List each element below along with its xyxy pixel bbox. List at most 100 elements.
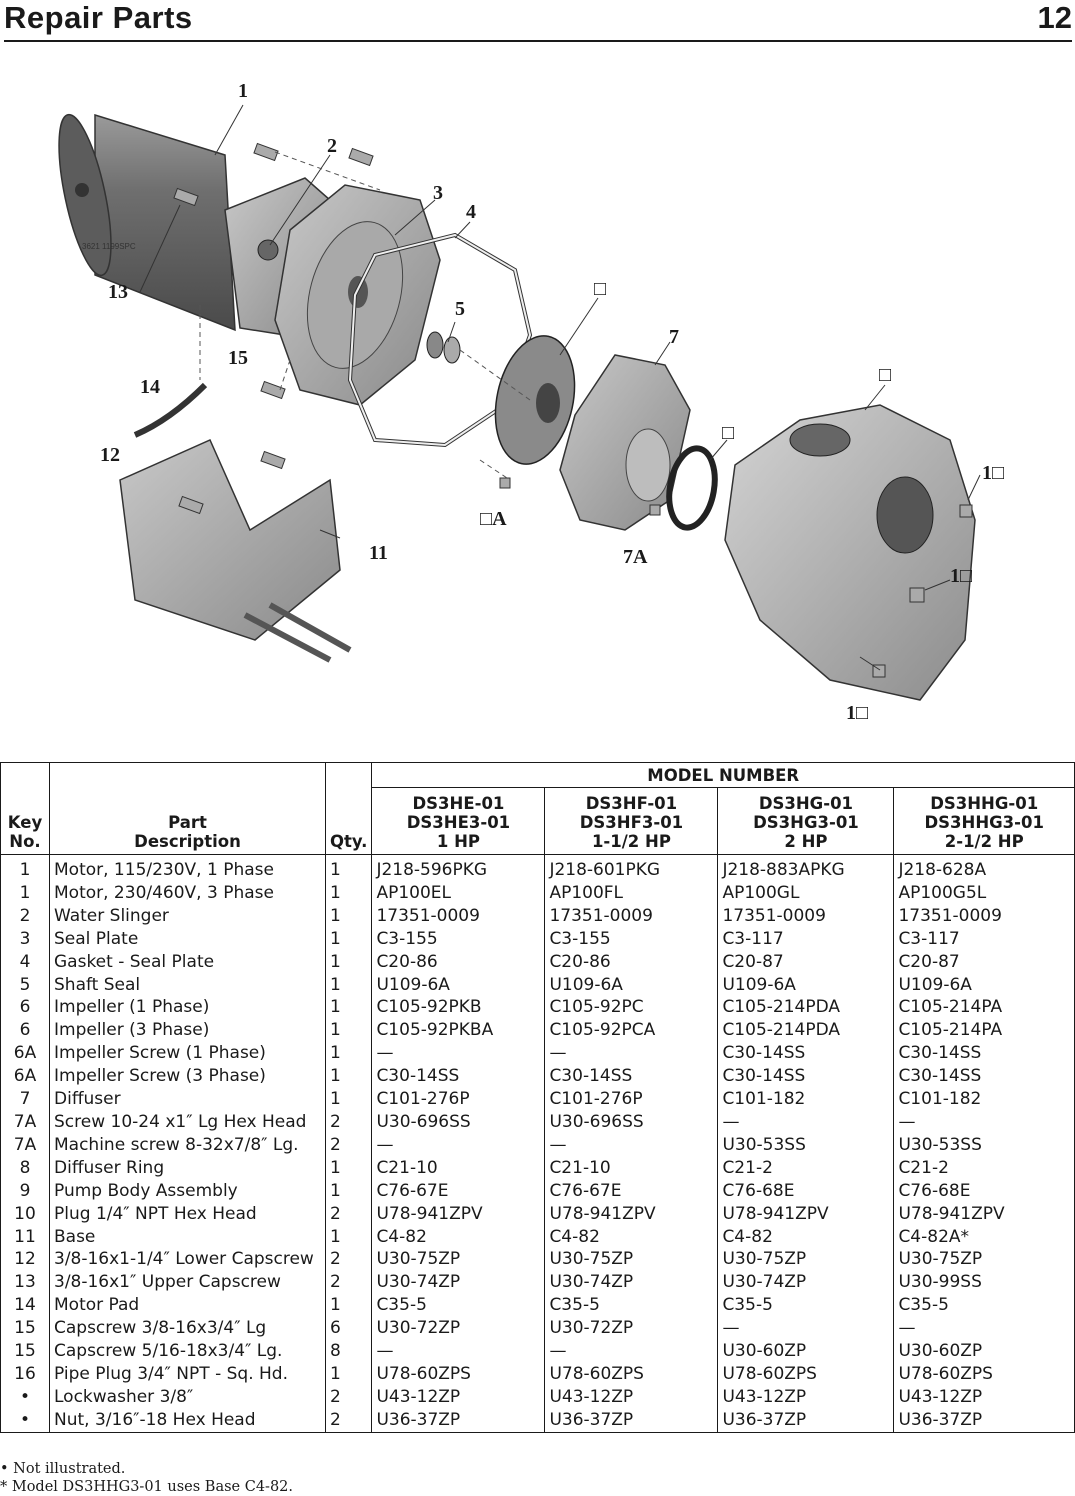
footnotes: • Not illustrated. * Model DS3HHG3-01 us… (0, 1460, 293, 1496)
key-cell: 7A (0, 1133, 50, 1157)
motor-pad (133, 382, 208, 438)
part-number-cell: J218-596PKG (371, 853, 545, 882)
part-number-cell: U30-53SS (717, 1133, 894, 1157)
impeller (494, 335, 576, 465)
part-number-cell: U109-6A (717, 973, 894, 997)
part-number-cell: C30-14SS (717, 1042, 894, 1066)
part-number-cell: C105-92PC (544, 996, 718, 1020)
description-cell: Machine screw 8-32x7/8″ Lg. (49, 1133, 326, 1157)
description-cell: Impeller Screw (3 Phase) (49, 1065, 326, 1089)
part-number-cell: C105-214PA (893, 996, 1075, 1020)
callout-5: 5 (455, 298, 465, 320)
key-cell: 10 (0, 1202, 50, 1226)
callout-12: 12 (100, 444, 120, 466)
part-number-cell: C21-10 (371, 1156, 545, 1180)
motor-serial-label: 3621 1199SPC (82, 242, 136, 251)
qty-cell: 8 (324, 1340, 372, 1363)
description-cell: Diffuser (49, 1088, 326, 1111)
part-number-cell: U30-75ZP (371, 1248, 545, 1272)
part-number-cell: U30-74ZP (371, 1271, 545, 1295)
part-number-cell: C3-155 (371, 927, 545, 951)
part-number-cell: C20-87 (717, 950, 894, 974)
key-cell: 6 (0, 996, 50, 1020)
part-number-cell: C76-68E (717, 1179, 894, 1203)
callout-9: □ (879, 364, 892, 386)
part-number-cell: C105-214PA (893, 1019, 1075, 1043)
part-number-cell: U30-696SS (371, 1110, 545, 1134)
part-number-cell: C30-14SS (893, 1065, 1075, 1089)
part-number-cell: C35-5 (371, 1294, 545, 1318)
part-number-cell: C3-117 (893, 927, 1075, 951)
part-number-cell: J218-601PKG (544, 853, 718, 882)
qty-cell: 1 (324, 1362, 372, 1386)
part-number-cell: U30-60ZP (717, 1340, 894, 1363)
part-number-cell: U43-12ZP (893, 1385, 1075, 1409)
part-number-cell: — (544, 1133, 718, 1157)
part-number-cell: U78-941ZPV (893, 1202, 1075, 1226)
part-number-cell: — (893, 1110, 1075, 1134)
key-cell: 11 (0, 1225, 50, 1249)
part-number-cell: U30-75ZP (893, 1248, 1075, 1272)
part-number-cell: — (371, 1133, 545, 1157)
description-cell: Impeller (3 Phase) (49, 1019, 326, 1043)
part-number-cell: C30-14SS (893, 1042, 1075, 1066)
part-number-cell: — (893, 1317, 1075, 1341)
pump-body (724, 404, 976, 701)
part-number-cell: C4-82A* (893, 1225, 1075, 1249)
callout-3: 3 (433, 182, 443, 204)
key-cell: 6 (0, 1019, 50, 1043)
key-cell: 8 (0, 1156, 50, 1180)
part-number-cell: 17351-0009 (371, 904, 545, 928)
part-number-cell: C3-155 (544, 927, 718, 951)
part-number-cell: C101-182 (893, 1088, 1075, 1111)
part-number-cell: C105-92PCA (544, 1019, 718, 1043)
part-number-cell: C21-2 (893, 1156, 1075, 1180)
qty-cell: 1 (324, 1294, 372, 1318)
description-cell: Capscrew 3/8-16x3/4″ Lg (49, 1317, 326, 1341)
description-cell: Nut, 3/16″-18 Hex Head (49, 1408, 326, 1433)
key-cell: 3 (0, 927, 50, 951)
part-number-cell: 17351-0009 (893, 904, 1075, 928)
assembly-guide-lines (199, 151, 531, 481)
description-header: Part Description (49, 762, 326, 855)
part-number-cell: C35-5 (717, 1294, 894, 1318)
part-number-cell: U43-12ZP (371, 1385, 545, 1409)
callout-10-b: 1□ (846, 702, 869, 724)
part-number-cell: C35-5 (544, 1294, 718, 1318)
part-number-cell: 17351-0009 (544, 904, 718, 928)
key-header: Key No. (0, 762, 50, 855)
part-number-cell: U36-37ZP (717, 1408, 894, 1433)
qty-cell: 1 (324, 1088, 372, 1111)
key-cell: 9 (0, 1179, 50, 1203)
description-cell: Impeller Screw (1 Phase) (49, 1042, 326, 1066)
description-cell: Shaft Seal (49, 973, 326, 997)
page-title: Repair Parts (4, 0, 193, 35)
part-number-cell: U30-74ZP (717, 1271, 894, 1295)
part-number-cell: U78-941ZPV (371, 1202, 545, 1226)
key-cell: • (0, 1408, 50, 1433)
part-number-cell: C4-82 (544, 1225, 718, 1249)
qty-cell: 2 (324, 1202, 372, 1226)
part-number-cell: C105-214PDA (717, 996, 894, 1020)
part-number-cell: C30-14SS (717, 1065, 894, 1089)
callout-8: □ (722, 422, 735, 444)
description-cell: Impeller (1 Phase) (49, 996, 326, 1020)
qty-cell: 1 (324, 1019, 372, 1043)
footnote-not-illustrated: • Not illustrated. (0, 1461, 126, 1477)
callout-2: 2 (327, 135, 337, 157)
qty-cell: 1 (324, 996, 372, 1020)
capscrews (173, 142, 973, 678)
part-number-cell: U30-99SS (893, 1271, 1075, 1295)
key-cell: 15 (0, 1340, 50, 1363)
